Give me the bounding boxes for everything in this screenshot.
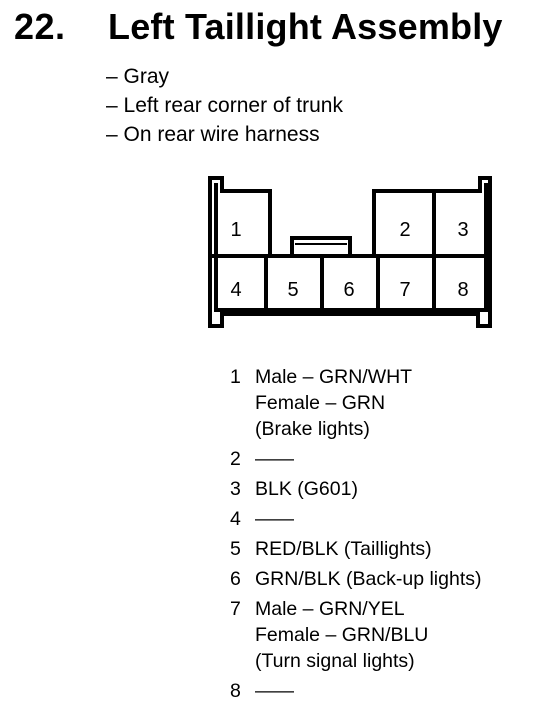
terminal-line: Female – GRN bbox=[255, 392, 386, 414]
terminal-line: Female – GRN/BLU bbox=[255, 624, 429, 646]
connector-location: – Left rear corner of trunk bbox=[106, 94, 343, 117]
connector-harness: – On rear wire harness bbox=[106, 123, 320, 146]
terminal-item: 7 Male – GRN/YEL Female – GRN/BLU (Turn … bbox=[230, 596, 482, 674]
terminal-line: BLK (G601) bbox=[255, 478, 358, 500]
terminal-pin: 7 bbox=[230, 598, 241, 620]
cavity-label-5: 5 bbox=[287, 279, 298, 301]
terminal-item: 2 —— bbox=[230, 446, 482, 472]
terminal-pin: 8 bbox=[230, 680, 241, 702]
terminal-line: (Brake lights) bbox=[255, 418, 370, 440]
terminal-line: Male – GRN/YEL bbox=[255, 598, 405, 620]
terminal-description: —— bbox=[255, 446, 294, 472]
cavity-label-7: 7 bbox=[399, 279, 410, 301]
terminal-line: GRN/BLK (Back-up lights) bbox=[255, 568, 482, 590]
terminal-pin: 5 bbox=[230, 538, 241, 560]
cavity-label-1: 1 bbox=[230, 219, 241, 241]
cavity-label-2: 2 bbox=[399, 219, 410, 241]
connector-outer-shell bbox=[208, 176, 492, 328]
connector-details: – Gray – Left rear corner of trunk – On … bbox=[106, 62, 343, 149]
terminal-description: Male – GRN/YEL Female – GRN/BLU (Turn si… bbox=[255, 596, 428, 674]
terminal-line: —— bbox=[255, 680, 294, 702]
terminal-item: 5 RED/BLK (Taillights) bbox=[230, 536, 482, 562]
terminal-item: 3 BLK (G601) bbox=[230, 476, 482, 502]
terminal-pin: 1 bbox=[230, 366, 241, 388]
connector-inner-shell bbox=[214, 183, 488, 312]
terminal-description: GRN/BLK (Back-up lights) bbox=[255, 566, 482, 592]
section-number: 22. bbox=[14, 6, 66, 47]
terminal-pin: 6 bbox=[230, 568, 241, 590]
cavity-label-6: 6 bbox=[343, 279, 354, 301]
terminal-line: Male – GRN/WHT bbox=[255, 366, 413, 388]
terminal-description: BLK (G601) bbox=[255, 476, 358, 502]
connector-diagram: 1 2 3 4 5 6 7 8 bbox=[208, 176, 492, 328]
terminal-pin: 3 bbox=[230, 478, 241, 500]
terminal-line: RED/BLK (Taillights) bbox=[255, 538, 432, 560]
cavity-label-8: 8 bbox=[457, 279, 468, 301]
terminal-item: 1 Male – GRN/WHT Female – GRN (Brake lig… bbox=[230, 364, 482, 442]
terminal-description: —— bbox=[255, 678, 294, 704]
terminal-description: —— bbox=[255, 506, 294, 532]
terminal-pin: 4 bbox=[230, 508, 241, 530]
terminal-list: 1 Male – GRN/WHT Female – GRN (Brake lig… bbox=[230, 364, 482, 708]
terminal-item: 4 —— bbox=[230, 506, 482, 532]
terminal-item: 6 GRN/BLK (Back-up lights) bbox=[230, 566, 482, 592]
terminal-item: 8 —— bbox=[230, 678, 482, 704]
terminal-line: (Turn signal lights) bbox=[255, 650, 415, 672]
terminal-description: RED/BLK (Taillights) bbox=[255, 536, 432, 562]
cavity-label-4: 4 bbox=[230, 279, 241, 301]
terminal-description: Male – GRN/WHT Female – GRN (Brake light… bbox=[255, 364, 412, 442]
terminal-pin: 2 bbox=[230, 448, 241, 470]
cavity-label-3: 3 bbox=[457, 219, 468, 241]
page-title: Left Taillight Assembly bbox=[108, 6, 503, 47]
connector-color: – Gray bbox=[106, 65, 170, 88]
terminal-line: —— bbox=[255, 448, 294, 470]
terminal-line: —— bbox=[255, 508, 294, 530]
locking-tab-icon bbox=[290, 236, 352, 256]
